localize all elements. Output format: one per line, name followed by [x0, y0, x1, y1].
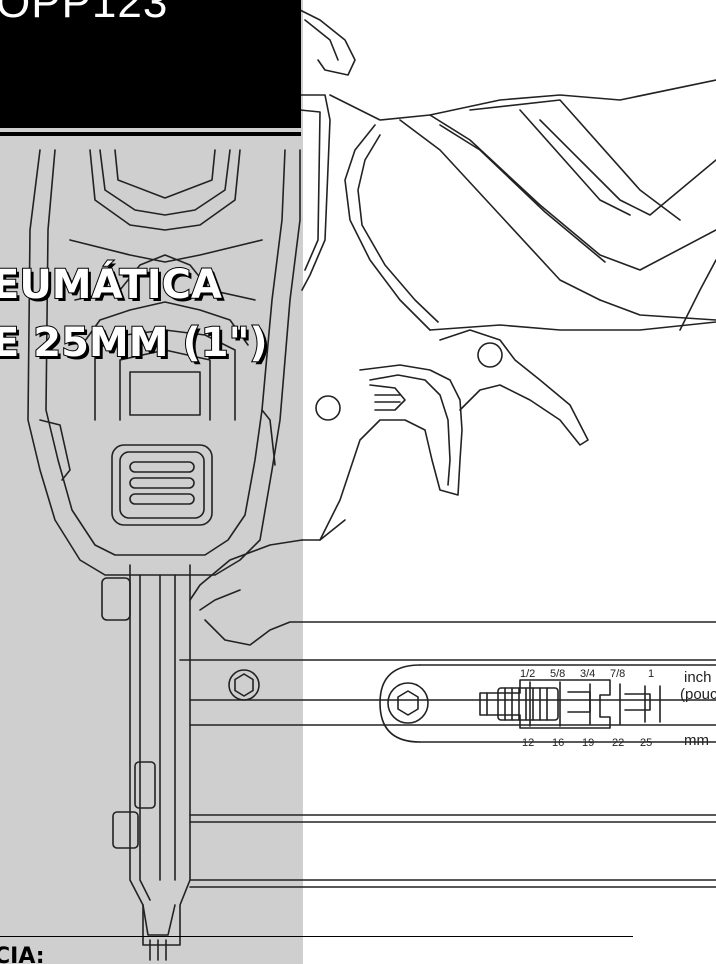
model-banner: OPP123 — [0, 0, 301, 128]
mm-tick-label: 19 — [582, 737, 594, 749]
inch-unit-label: inch — [684, 669, 712, 686]
mm-tick-label: 25 — [640, 737, 652, 749]
inch-tick-label: 1 — [648, 668, 654, 680]
banner-rule — [0, 132, 301, 136]
mm-tick-label: 22 — [612, 737, 624, 749]
section-heading: CIA: — [0, 944, 45, 964]
title-line-2: E 25MM (1") — [0, 319, 269, 367]
mm-unit-label: mm — [684, 732, 709, 749]
mm-tick-label: 12 — [522, 737, 534, 749]
pouce-unit-label: (pouce — [680, 686, 716, 703]
inch-tick-label: 7/8 — [610, 668, 625, 680]
inch-tick-label: 5/8 — [550, 668, 565, 680]
section-rule — [0, 936, 633, 937]
inch-tick-label: 3/4 — [580, 668, 595, 680]
mm-tick-label: 16 — [552, 737, 564, 749]
model-code: OPP123 — [0, 0, 169, 27]
gray-side-panel — [0, 0, 303, 964]
inch-tick-label: 1/2 — [520, 668, 535, 680]
title-line-1: EUMÁTICA — [0, 261, 223, 309]
